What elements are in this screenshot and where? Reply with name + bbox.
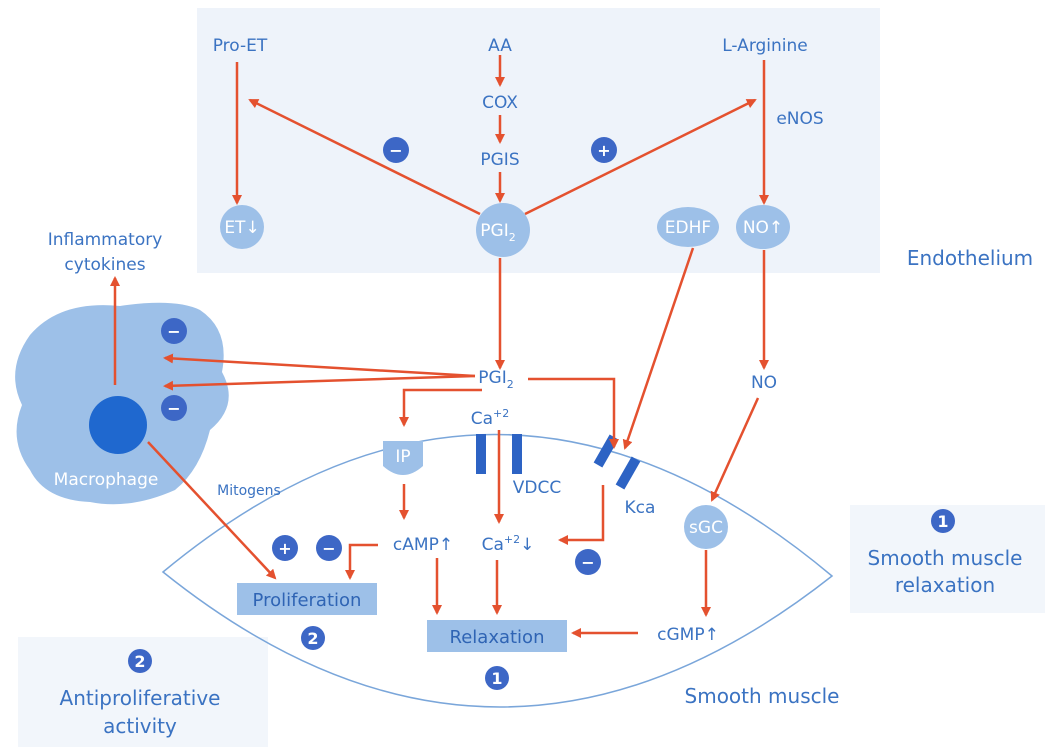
proliferation-label: Proliferation [253,590,362,611]
endothelium-label: Endothelium [907,246,1033,270]
svg-text:−: − [322,539,335,558]
kca-channel-left [598,437,614,465]
sgc-label: sGC [689,518,723,538]
camp-label: cAMP↑ [393,535,453,555]
enos-label: eNOS [776,109,823,129]
relaxation-label: Relaxation [450,627,545,648]
arrow-kca-cadown [560,485,603,540]
svg-text:−: − [167,322,180,341]
kca-channel-right [620,459,636,487]
ca-down-label: Ca+2↓ [482,533,535,555]
arrow-camp-proliferation [350,545,378,578]
cytokines-label-line1: Inflammatory [48,230,163,250]
kca-label: Kca [625,498,656,518]
vdcc-channel-left [476,434,486,474]
arrow-edhf-kca [625,248,693,448]
cgmp-label: cGMP↑ [657,625,719,645]
edhf-label: EDHF [665,218,711,238]
no-up-label: NO↑ [743,218,783,238]
svg-text:2: 2 [134,652,145,671]
legend-antiproliferative-line1: Antiproliferative [60,686,221,710]
svg-text:+: + [597,141,610,160]
et-label: ET↓ [224,218,259,238]
pgi2-label: PGI2 [478,368,513,391]
smooth-muscle-label: Smooth muscle [685,684,840,708]
no-label: NO [751,373,777,393]
legend-relaxation-line1: Smooth muscle [868,546,1023,570]
macrophage-nucleus [89,396,147,454]
svg-text:1: 1 [491,669,502,688]
legend-relaxation-line2: relaxation [895,573,995,597]
cox-label: COX [482,93,518,113]
pro-et-label: Pro-ET [213,36,268,56]
aa-label: AA [488,36,512,56]
cytokines-label-line2: cytokines [64,255,145,275]
ip-label: IP [395,447,410,467]
svg-text:1: 1 [937,512,948,531]
ca-label: Ca+2 [471,407,510,429]
svg-text:−: − [389,141,402,160]
svg-text:−: − [167,399,180,418]
svg-text:+: + [278,539,291,558]
arrow-macrophage-proliferation [148,442,275,578]
mitogens-label: Mitogens [217,483,281,499]
svg-text:2: 2 [307,629,318,648]
macrophage-label: Macrophage [54,470,159,490]
vdcc-channel-right [512,434,522,474]
pgis-label: PGIS [480,150,519,170]
vdcc-label: VDCC [513,478,561,498]
svg-text:−: − [581,553,594,572]
arrow-no-sgc [712,398,758,500]
l-arginine-label: L-Arginine [722,36,808,56]
legend-antiproliferative-line2: activity [103,714,177,738]
